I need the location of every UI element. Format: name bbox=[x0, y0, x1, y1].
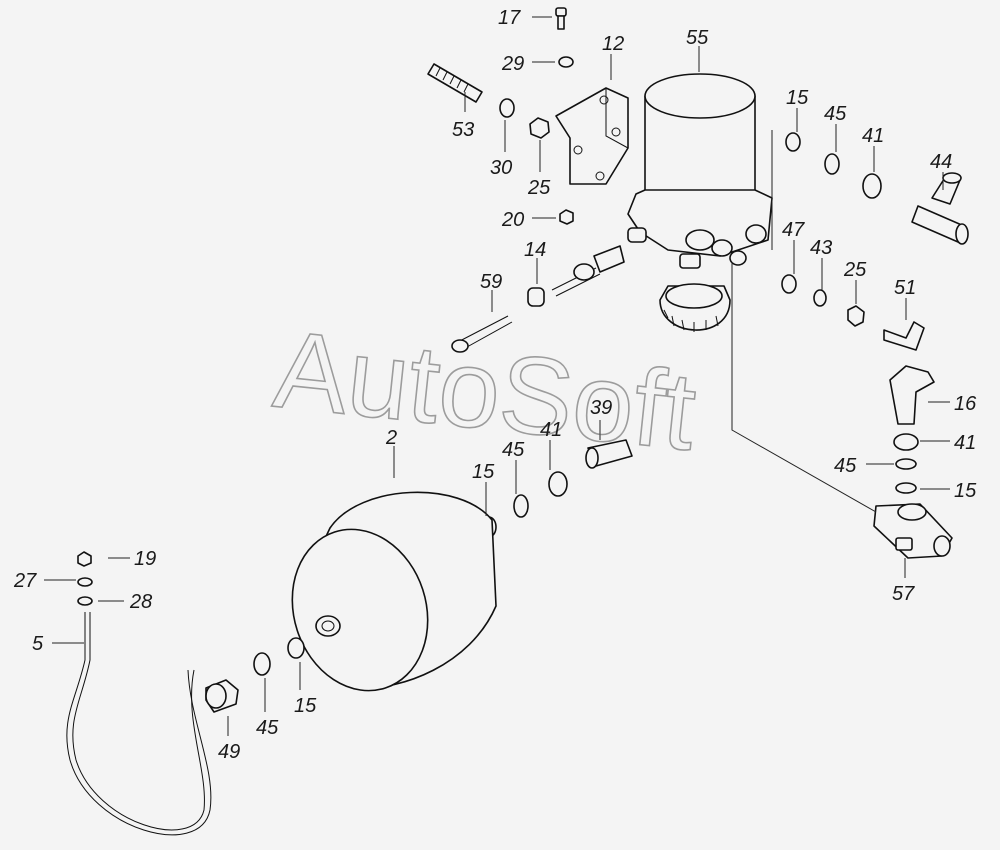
label-41a: 41 bbox=[862, 125, 884, 147]
label-19: 19 bbox=[134, 548, 156, 570]
label-45b: 45 bbox=[834, 455, 857, 477]
label-20: 20 bbox=[501, 209, 524, 231]
part-hose-5-inner bbox=[72, 612, 205, 831]
part-labels: 17 29 12 55 53 30 25 20 14 59 15 45 41 4… bbox=[13, 7, 977, 763]
part-oring-45b bbox=[895, 458, 917, 470]
part-nut-20 bbox=[559, 209, 574, 225]
label-45d: 45 bbox=[256, 717, 279, 739]
label-41b: 41 bbox=[954, 432, 976, 454]
label-16: 16 bbox=[954, 393, 977, 415]
label-30: 30 bbox=[490, 157, 512, 179]
part-nut-25b bbox=[847, 305, 865, 327]
part-nut-41c bbox=[548, 471, 568, 497]
label-12: 12 bbox=[602, 33, 624, 55]
part-seal-15b bbox=[895, 482, 917, 494]
part-washer-30 bbox=[499, 98, 515, 118]
part-elbow-16 bbox=[889, 365, 935, 425]
part-ring-47 bbox=[781, 274, 797, 294]
label-15b: 15 bbox=[954, 480, 977, 502]
part-nut-19 bbox=[77, 551, 92, 567]
label-49: 49 bbox=[218, 741, 240, 763]
label-14: 14 bbox=[524, 239, 546, 261]
part-wire-59 bbox=[451, 315, 513, 353]
part-fitting-39 bbox=[585, 439, 633, 469]
label-44: 44 bbox=[930, 151, 952, 173]
label-27: 27 bbox=[13, 570, 37, 592]
part-oring-45a bbox=[824, 153, 840, 175]
label-25b: 25 bbox=[843, 259, 867, 281]
watermark-text: AutoSoft bbox=[269, 308, 701, 474]
leader-dryer-to-valve bbox=[731, 262, 877, 513]
label-45c: 45 bbox=[502, 439, 525, 461]
part-bracket-12 bbox=[555, 87, 629, 185]
label-41c: 41 bbox=[540, 419, 562, 441]
part-washer-28 bbox=[77, 596, 93, 606]
label-47: 47 bbox=[782, 219, 805, 241]
part-valve-57 bbox=[873, 503, 953, 559]
part-nut-25a bbox=[529, 117, 550, 139]
part-plug-49 bbox=[205, 679, 239, 713]
part-washer-29 bbox=[558, 56, 574, 68]
part-stud-53 bbox=[427, 63, 483, 103]
part-seal-15a bbox=[785, 132, 801, 152]
part-elbow-51 bbox=[883, 321, 925, 351]
label-5: 5 bbox=[32, 633, 44, 655]
part-washer-27 bbox=[77, 577, 93, 587]
part-seal-15d bbox=[287, 637, 305, 659]
part-bolt-17 bbox=[555, 7, 567, 30]
part-reservoir-2 bbox=[291, 491, 497, 692]
part-nut-41b bbox=[893, 433, 919, 451]
label-17: 17 bbox=[498, 7, 521, 29]
label-45a: 45 bbox=[824, 103, 847, 125]
part-heater-connector bbox=[551, 245, 625, 297]
label-39: 39 bbox=[590, 397, 612, 419]
label-55: 55 bbox=[686, 27, 709, 49]
label-28: 28 bbox=[129, 591, 152, 613]
part-silencer bbox=[659, 283, 731, 332]
label-15c: 15 bbox=[472, 461, 495, 483]
part-nut-41a bbox=[862, 173, 882, 199]
label-15d: 15 bbox=[294, 695, 317, 717]
label-25a: 25 bbox=[527, 177, 551, 199]
label-51: 51 bbox=[894, 277, 916, 299]
part-air-dryer-55 bbox=[627, 73, 773, 269]
part-ring-43 bbox=[813, 289, 827, 307]
part-oring-45c bbox=[513, 494, 529, 518]
label-43: 43 bbox=[810, 237, 832, 259]
label-2: 2 bbox=[385, 427, 397, 449]
part-tee-44 bbox=[911, 172, 969, 245]
part-hose-5 bbox=[66, 612, 212, 836]
part-boot-14 bbox=[527, 287, 545, 307]
part-oring-45d bbox=[253, 652, 271, 676]
label-15a: 15 bbox=[786, 87, 809, 109]
leader-lines bbox=[44, 16, 950, 736]
label-29: 29 bbox=[501, 53, 524, 75]
label-57: 57 bbox=[892, 583, 915, 605]
label-59: 59 bbox=[480, 271, 502, 293]
label-53: 53 bbox=[452, 119, 474, 141]
